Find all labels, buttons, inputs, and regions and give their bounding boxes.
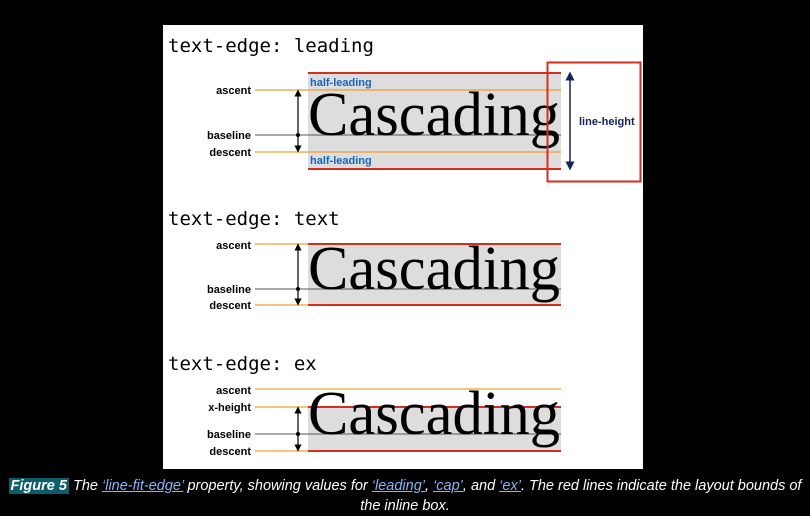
baseline-dot: [296, 133, 300, 137]
caption-separator: ,: [425, 478, 430, 494]
leading-link[interactable]: ‘leading’: [371, 478, 425, 494]
figure-number: Figure 5: [8, 478, 69, 494]
descent-label: descent: [209, 446, 251, 458]
ex-link[interactable]: ‘ex’: [499, 478, 521, 494]
descent-label: descent: [209, 147, 251, 159]
ascent-label: ascent: [216, 240, 251, 252]
panel-title: text-edge: leading: [168, 35, 374, 57]
baseline-dot: [296, 287, 300, 291]
descent-label: descent: [209, 300, 251, 312]
line-fit-edge-link[interactable]: ‘line-fit-edge’: [102, 478, 184, 494]
panel-ex: text-edge: ex ascent x-height baseline d…: [168, 353, 561, 458]
cascading-sample-word: Cascading: [308, 380, 560, 448]
baseline-label: baseline: [207, 130, 251, 142]
panel-leading: text-edge: leading ascent baseline desce…: [168, 35, 642, 183]
half-leading-bottom-label: half-leading: [310, 155, 372, 167]
ascent-label: ascent: [216, 385, 251, 397]
line-box-highlight: [308, 244, 561, 305]
panel-title: text-edge: ex: [168, 353, 317, 375]
line-height-label: line-height: [579, 116, 635, 128]
text-edge-diagram: text-edge: leading ascent baseline desce…: [168, 35, 642, 458]
baseline-dot: [296, 432, 300, 436]
ascent-label: ascent: [216, 85, 251, 97]
figure-image: text-edge: leading ascent baseline desce…: [163, 25, 643, 469]
baseline-label: baseline: [207, 284, 251, 296]
caption-separator: , and: [462, 478, 496, 494]
cap-link[interactable]: ‘cap’: [433, 478, 463, 494]
caption-text: property, showing values for: [187, 478, 368, 494]
baseline-label: baseline: [207, 429, 251, 441]
panel-title: text-edge: text: [168, 208, 340, 230]
cascading-sample-word: Cascading: [308, 235, 560, 303]
x-height-label: x-height: [208, 402, 251, 414]
line-height-box: [546, 61, 642, 183]
half-leading-top-label: half-leading: [310, 77, 372, 89]
figure-caption: Figure 5 The ‘line-fit-edge’ property, s…: [0, 476, 810, 516]
line-box-highlight: [308, 73, 561, 169]
panel-text: text-edge: text ascent baseline descent …: [168, 208, 561, 312]
caption-text: The: [72, 478, 98, 494]
line-box-highlight: [308, 407, 561, 451]
cascading-sample-word: Cascading: [308, 81, 560, 149]
